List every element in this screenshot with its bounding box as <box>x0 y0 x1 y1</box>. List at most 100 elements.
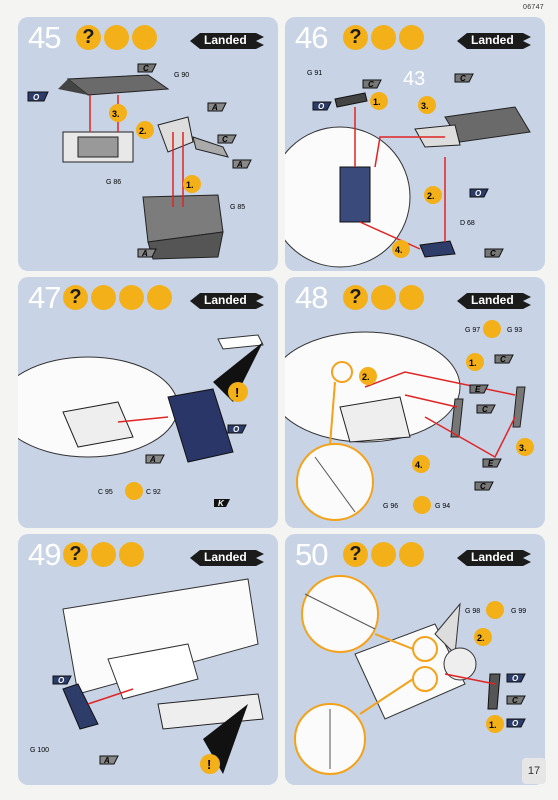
step-number: 47 <box>28 280 61 315</box>
svg-text:!: ! <box>207 757 211 772</box>
svg-text:C: C <box>490 249 496 258</box>
part-label: G 99 <box>511 608 526 615</box>
svg-text:1.: 1. <box>186 180 194 190</box>
paint-icon <box>371 285 396 310</box>
part-label: G 91 <box>307 70 322 77</box>
landed-badge: Landed <box>453 546 533 568</box>
part-label: G 100 <box>30 747 49 754</box>
svg-text:A: A <box>236 160 243 169</box>
part-label: C 92 <box>146 489 161 496</box>
svg-text:2.: 2. <box>139 126 147 136</box>
svg-text:O: O <box>58 676 65 685</box>
landed-badge: Landed <box>453 29 533 51</box>
help-icon: ? <box>63 542 88 567</box>
svg-text:3.: 3. <box>519 443 527 453</box>
landed-badge: Landed <box>186 289 266 311</box>
svg-text:A: A <box>211 103 218 112</box>
brush-icon <box>132 25 157 50</box>
part-label: G 94 <box>435 503 450 510</box>
svg-text:1.: 1. <box>489 720 497 730</box>
step-panel-47: 47 ? Landed ! O A K C 95 C 92 <box>18 277 278 528</box>
reference-step: 43 <box>403 68 425 90</box>
paint-icon <box>371 25 396 50</box>
svg-text:E: E <box>475 385 481 394</box>
svg-text:A: A <box>103 756 110 765</box>
help-icon: ? <box>343 542 368 567</box>
brush-icon <box>399 25 424 50</box>
part-label: G 86 <box>106 179 121 186</box>
svg-text:E: E <box>488 459 494 468</box>
help-icon: ? <box>63 285 88 310</box>
assembly-illustration: ! O A K C 95 C 92 <box>18 334 264 508</box>
svg-text:K: K <box>218 499 225 508</box>
part-label: G 96 <box>383 503 398 510</box>
part-label: G 93 <box>507 327 522 334</box>
step-panel-48: 48 ? Landed G 97 G 93 1. 2. 3. 4. C E C … <box>285 277 545 528</box>
svg-text:2.: 2. <box>477 633 485 643</box>
step-panel-45: 45 ? Landed C O A C A A <box>18 17 278 271</box>
step-panel-50: 50 ? Landed G 98 G 99 2. 1. O C O <box>285 534 545 785</box>
svg-text:C: C <box>480 482 486 491</box>
svg-text:O: O <box>512 674 519 683</box>
paint-icon <box>91 542 116 567</box>
page-number: 17 <box>522 758 546 784</box>
part-label: G 97 <box>465 327 480 334</box>
step-number: 50 <box>295 537 328 572</box>
svg-text:O: O <box>33 93 40 102</box>
svg-text:2.: 2. <box>427 191 435 201</box>
step-panel-49: 49 ? Landed ! O A G 100 <box>18 534 278 785</box>
paint-icon <box>371 542 396 567</box>
svg-text:3.: 3. <box>421 101 429 111</box>
help-icon: ? <box>343 285 368 310</box>
brush-icon <box>119 542 144 567</box>
brush-icon <box>119 285 144 310</box>
svg-text:3.: 3. <box>112 109 120 119</box>
color-tag-c <box>137 63 157 73</box>
landed-badge: Landed <box>186 546 266 568</box>
part-label: D 68 <box>460 220 475 227</box>
svg-text:A: A <box>141 249 148 258</box>
step-panel-46: 46 ? Landed C O C O C 1. 3. 2. 4. 43 G 9… <box>285 17 545 271</box>
svg-text:C: C <box>482 405 488 414</box>
assembly-illustration: C O C O C 1. 3. 2. 4. 43 G 91 D 68 <box>285 68 531 268</box>
step-number: 49 <box>28 537 61 572</box>
svg-text:2.: 2. <box>362 372 370 382</box>
svg-text:C: C <box>460 74 466 83</box>
part-label: G 85 <box>230 204 245 211</box>
svg-text:4.: 4. <box>395 245 403 255</box>
svg-text:C: C <box>512 696 518 705</box>
step-number: 45 <box>28 20 61 55</box>
brush-icon <box>399 285 424 310</box>
svg-text:O: O <box>475 189 482 198</box>
step-number: 46 <box>295 20 328 55</box>
part-label: G 98 <box>465 608 480 615</box>
step-number: 48 <box>295 280 328 315</box>
assembly-illustration: C O A C A A 3. 2. 1. G 90 G 86 G 85 <box>27 63 252 260</box>
part-label: G 90 <box>174 72 189 79</box>
svg-text:C: C <box>143 64 149 73</box>
landed-badge: Landed <box>453 289 533 311</box>
svg-text:!: ! <box>235 385 239 400</box>
svg-text:C: C <box>368 80 374 89</box>
svg-text:C: C <box>222 135 228 144</box>
page-code: 06747 <box>523 4 544 11</box>
svg-text:A: A <box>149 455 156 464</box>
svg-text:O: O <box>233 425 240 434</box>
landed-badge: Landed <box>186 29 266 51</box>
svg-text:4.: 4. <box>415 460 423 470</box>
part-label: C 95 <box>98 489 113 496</box>
clock-icon <box>147 285 172 310</box>
paint-icon <box>91 285 116 310</box>
paint-icon <box>104 25 129 50</box>
svg-text:O: O <box>318 102 325 111</box>
svg-text:O: O <box>512 719 519 728</box>
svg-text:C: C <box>500 355 506 364</box>
help-icon: ? <box>343 25 368 50</box>
assembly-illustration: ! O A G 100 <box>30 578 264 774</box>
brush-icon <box>399 542 424 567</box>
help-icon: ? <box>76 25 101 50</box>
svg-text:1.: 1. <box>373 97 381 107</box>
assembly-illustration: G 98 G 99 2. 1. O C O <box>294 575 526 775</box>
svg-text:1.: 1. <box>469 358 477 368</box>
assembly-illustration: G 97 G 93 1. 2. 3. 4. C E C E C G 96 G 9… <box>285 320 534 521</box>
